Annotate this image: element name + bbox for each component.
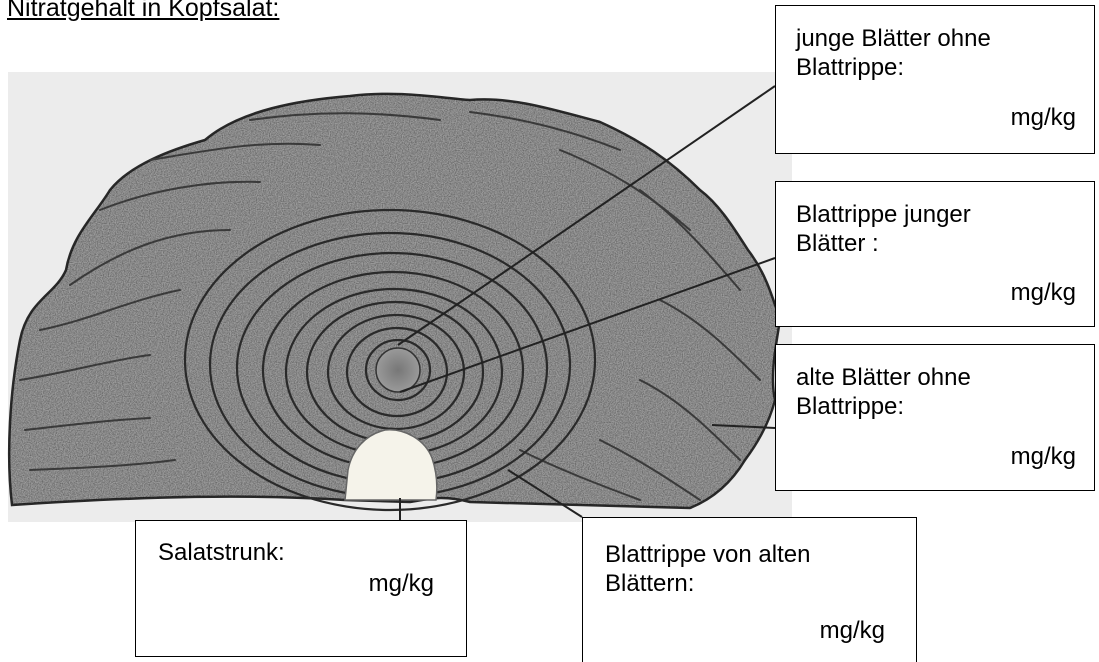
label-rib-young-leaves: Blattrippe junger Blätter : [796,200,1086,258]
lettuce-heart [376,348,420,392]
label-stem: Salatstrunk: [158,538,458,567]
unit-stem: mg/kg [369,569,434,598]
label-young-leaves: junge Blätter ohne Blattrippe: [796,24,1086,82]
label-old-leaves: alte Blätter ohne Blattrippe: [796,363,1086,421]
unit-old-leaves: mg/kg [1011,442,1076,471]
label-box-rib-young-leaves: Blattrippe junger Blätter : mg/kg [775,181,1095,327]
label-rib-old-leaves: Blattrippe von alten Blättern: [605,540,908,598]
label-box-young-leaves: junge Blätter ohne Blattrippe: mg/kg [775,5,1095,154]
unit-young-leaves: mg/kg [1011,103,1076,132]
label-box-old-leaves: alte Blätter ohne Blattrippe: mg/kg [775,344,1095,491]
unit-rib-young-leaves: mg/kg [1011,278,1076,307]
unit-rib-old-leaves: mg/kg [820,616,885,645]
label-box-rib-old-leaves: Blattrippe von alten Blättern: mg/kg [582,517,917,662]
label-box-stem: Salatstrunk: mg/kg [135,520,467,657]
